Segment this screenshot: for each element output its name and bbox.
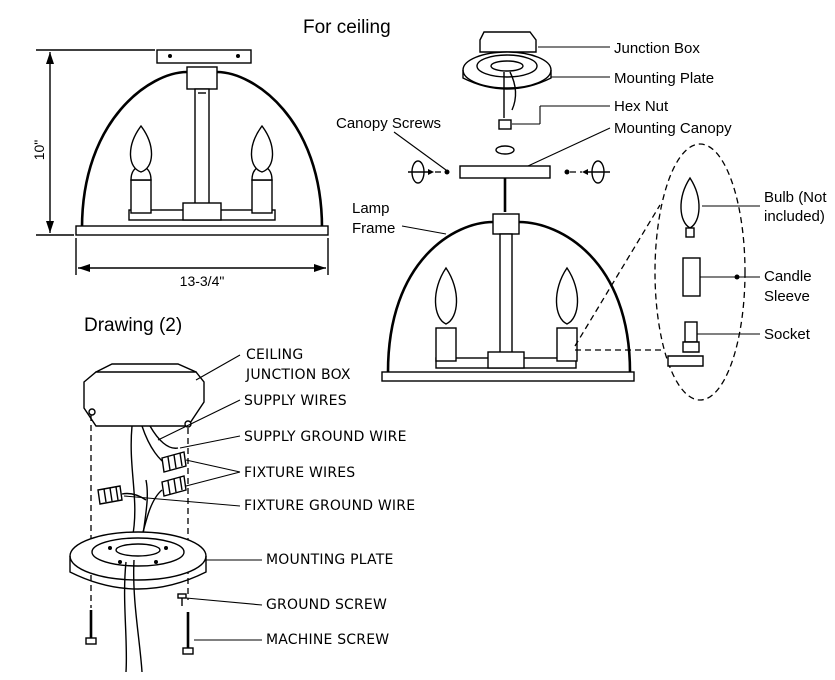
socket-detail [684, 321, 698, 343]
candle-sleeve [435, 327, 457, 362]
wire-nut-icon [161, 451, 187, 473]
rotate-arrow-icon [582, 160, 610, 184]
candle-sleeve-label-2: Sleeve [764, 288, 810, 305]
hex-nut [498, 119, 512, 130]
bulb-detail [680, 176, 700, 229]
candle-bulb [129, 124, 153, 173]
bulb-label-2: included) [764, 208, 825, 225]
canopy-screw [564, 169, 570, 175]
candle-sleeve [556, 327, 578, 362]
mounting-plate-label: MOUNTING PLATE [266, 552, 394, 568]
junction-box-label: Junction Box [614, 40, 700, 57]
frame-arch-right [216, 70, 324, 229]
frame-arch-left [80, 70, 188, 229]
ground-screw-icon [177, 593, 187, 606]
ceiling-title: For ceiling [303, 17, 391, 38]
junction-box [479, 31, 537, 53]
arm-hub [487, 351, 525, 369]
canopy-screw-hole [168, 54, 172, 58]
base-ring [75, 225, 329, 236]
mounting-plate [462, 51, 552, 89]
mounting-plate-label: Mounting Plate [614, 70, 714, 87]
candle-sleeve-detail [682, 257, 701, 297]
ceiling-junction-box-label-2: JUNCTION BOX [245, 367, 351, 383]
canopy-screw-hole [236, 54, 240, 58]
ceiling-junction-box-label-1: CEILING [246, 347, 303, 363]
drawing2-title: Drawing (2) [84, 315, 182, 336]
mounting-canopy [459, 165, 551, 179]
rotate-arrow-icon [408, 160, 434, 184]
wire-nut-icon [97, 485, 123, 505]
exploded-assembly: Junction Box Mounting Plate Hex Nut Moun… [336, 31, 827, 401]
frame-hub [492, 213, 520, 235]
machine-screw-icon [182, 612, 194, 655]
ground-screw-label: GROUND SCREW [266, 597, 387, 613]
canopy-screws-label: Canopy Screws [336, 115, 441, 132]
canopy-plate [156, 49, 252, 64]
frame-arch-left [386, 220, 494, 373]
candle-bulb [555, 266, 579, 325]
candle-bulb [434, 266, 458, 325]
fixture-wires-label: FIXTURE WIRES [244, 465, 355, 481]
supply-wires-label: SUPPLY WIRES [244, 393, 347, 409]
candle-bulb [250, 124, 274, 173]
arm-hub [182, 202, 222, 221]
center-stem [499, 233, 513, 355]
detail-callout [654, 143, 746, 401]
base-ring [381, 371, 635, 382]
wire-nut-icon [161, 475, 187, 497]
candle-sleeve-label-1: Candle [764, 268, 812, 285]
fixture-ground-wire-label: FIXTURE GROUND WIRE [244, 498, 415, 514]
height-dimension: 10" [31, 140, 47, 161]
hex-nut-label: Hex Nut [614, 98, 669, 115]
detail-leader [574, 204, 661, 347]
width-dimension: 13-3/4" [180, 273, 225, 289]
wiring-drawing: Drawing (2) [69, 315, 415, 673]
candle-sleeve [130, 179, 152, 214]
socket-label: Socket [764, 326, 811, 343]
mounting-canopy-label: Mounting Canopy [614, 120, 732, 137]
top-hub [186, 66, 218, 90]
lamp-frame-label-1: Lamp [352, 200, 390, 217]
bulb-label-1: Bulb (Not [764, 189, 827, 206]
machine-screw-icon [85, 610, 97, 645]
canopy-screw [444, 169, 450, 175]
lamp-frame-label-2: Frame [352, 220, 395, 237]
supply-ground-wire [149, 425, 179, 449]
washer [495, 145, 515, 155]
candle-sleeve [251, 179, 273, 214]
center-stem [194, 88, 210, 205]
frame-arch-right [518, 220, 632, 373]
dimensioned-fixture: For ceiling 10" [31, 17, 391, 289]
supply-ground-wire-label: SUPPLY GROUND WIRE [244, 429, 407, 445]
supply-wire [130, 425, 136, 541]
machine-screw-label: MACHINE SCREW [266, 632, 389, 648]
